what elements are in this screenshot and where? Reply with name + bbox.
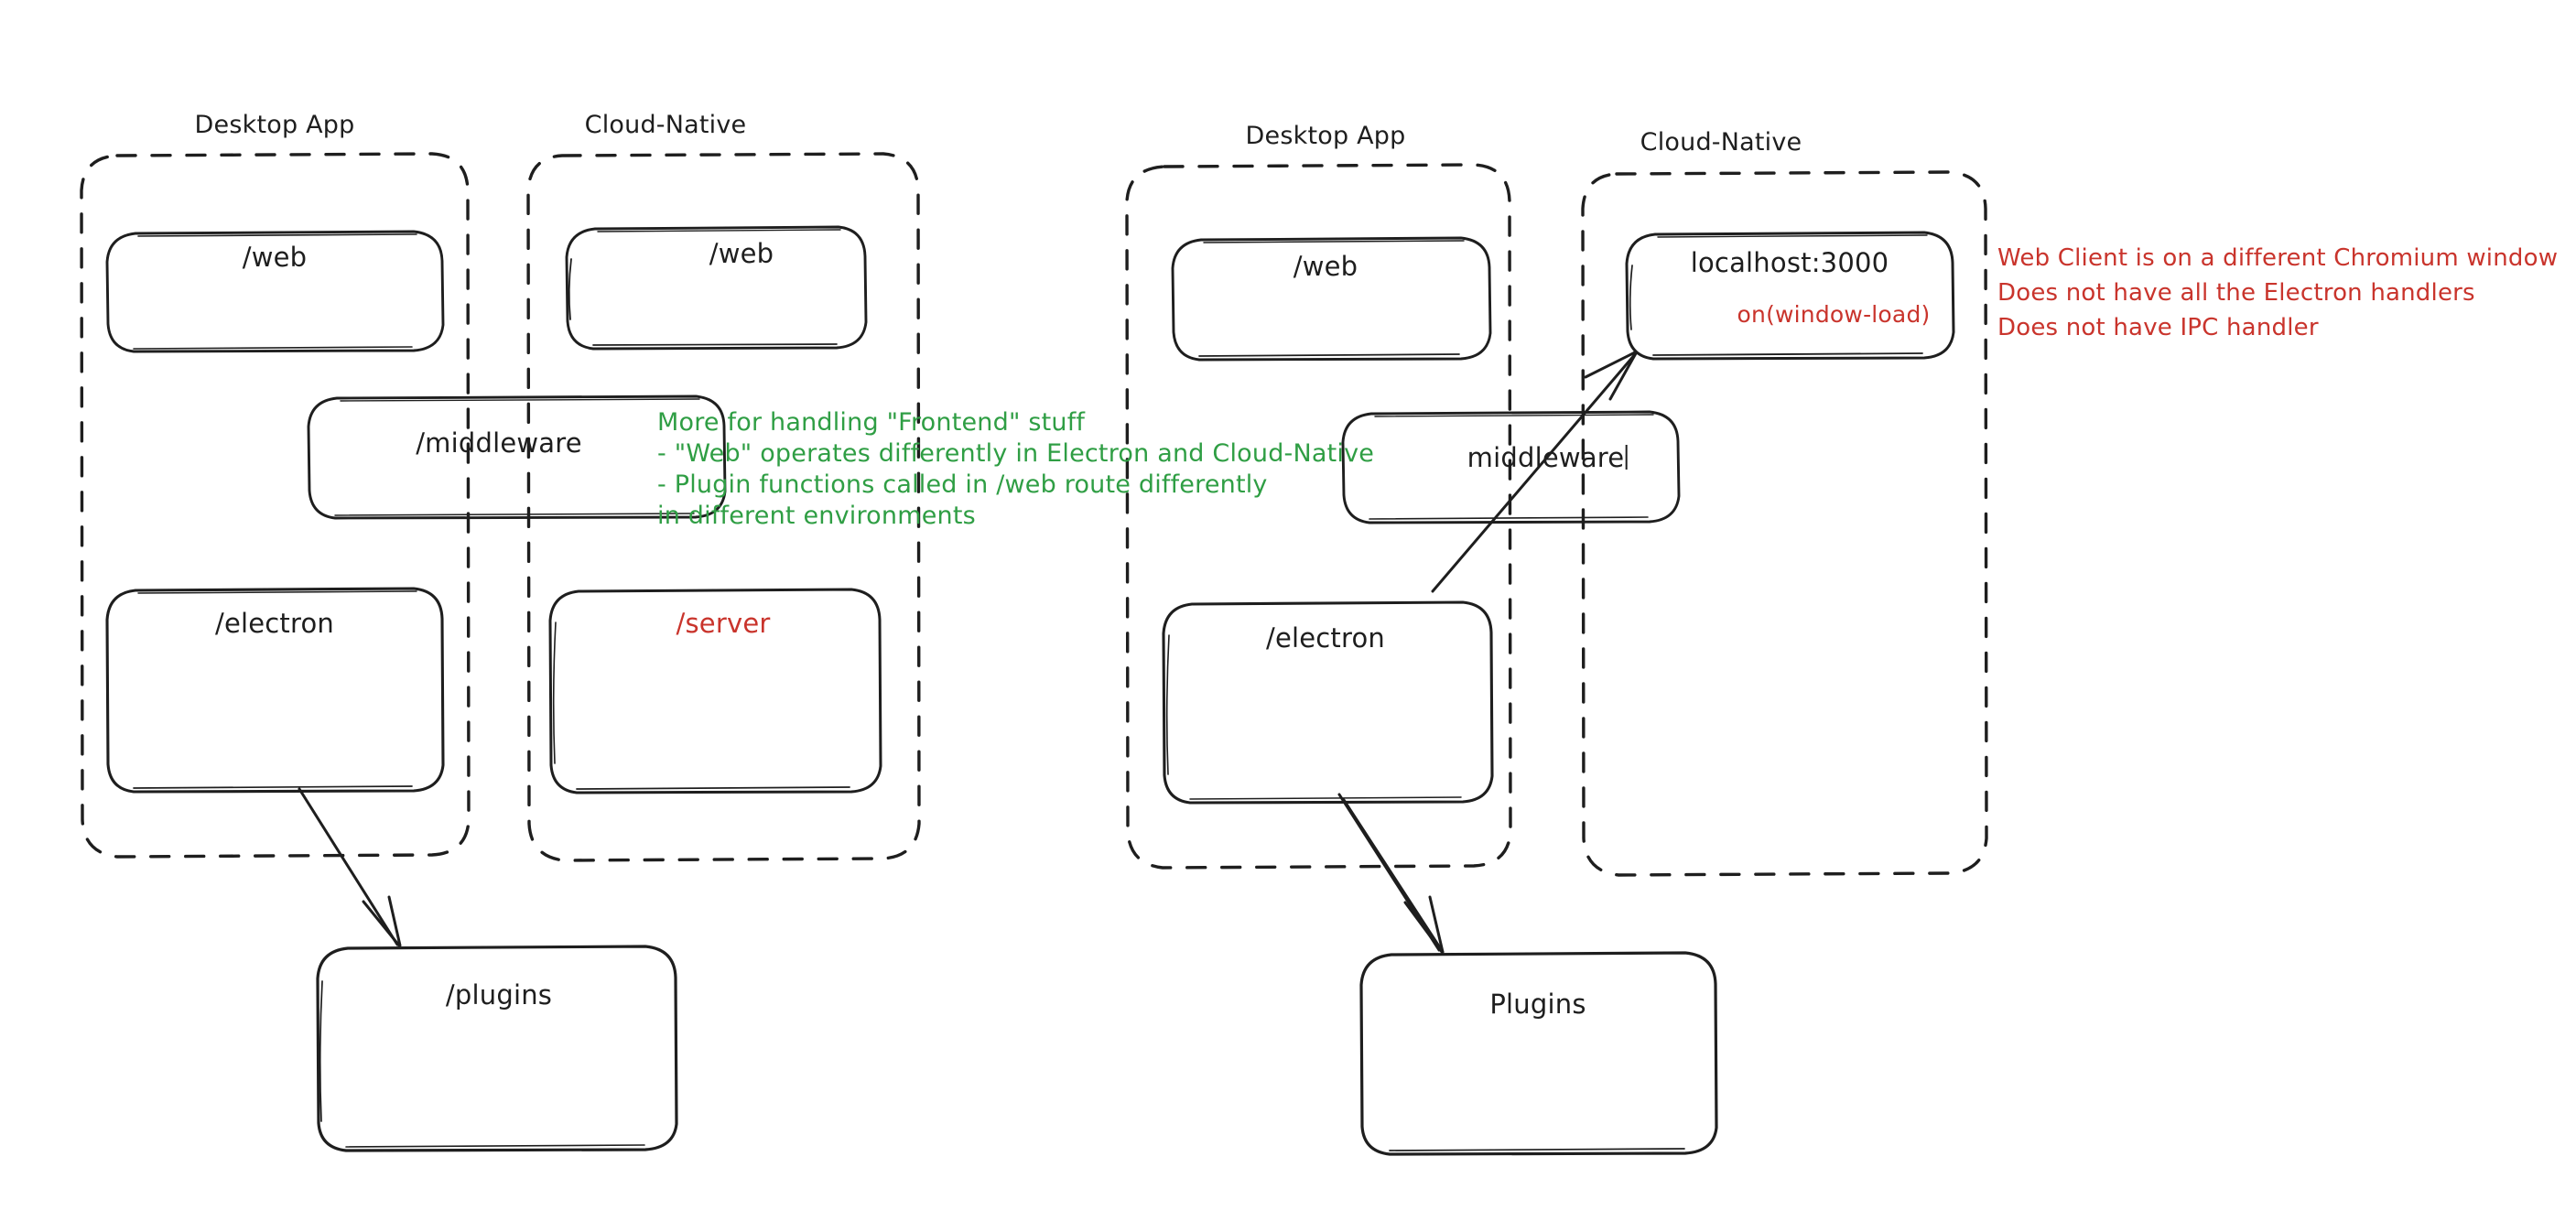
group-label-right-cloud-native: Cloud-Native: [1640, 128, 1802, 157]
node-label-right-desktop-web[interactable]: /web: [1293, 251, 1358, 282]
node-label-right-plugins[interactable]: Plugins: [1489, 989, 1586, 1020]
node-right-desktop-web: [1171, 236, 1492, 362]
annotation-red-line-1: Web Client is on a different Chromium wi…: [1997, 244, 2559, 272]
arrow-right-electron-to-localhost: [1431, 351, 1638, 593]
node-left-desktop-web: [105, 230, 445, 353]
group-label-left-desktop-app: Desktop App: [194, 111, 355, 139]
node-right-localhost: [1625, 231, 1955, 361]
node-left-electron: [105, 587, 445, 794]
text-cursor-caret: [1625, 444, 1628, 470]
annotation-red-line-2: Does not have all the Electron handlers: [1997, 279, 2475, 307]
annotation-green-line-4: in different environments: [657, 502, 976, 530]
container-right-desktop-app: [1125, 163, 1512, 870]
node-label-right-middleware-text: middleware: [1467, 442, 1625, 473]
node-label-right-localhost[interactable]: localhost:3000: [1690, 247, 1889, 278]
node-left-plugins: [316, 945, 678, 1152]
container-right-cloud-native: [1581, 170, 1988, 877]
node-label-right-electron[interactable]: /electron: [1265, 622, 1386, 654]
arrow-left-electron-to-plugins: [298, 787, 402, 947]
container-left-cloud-native: [526, 152, 921, 862]
node-label-left-electron[interactable]: /electron: [214, 608, 335, 639]
node-label-left-desktop-web[interactable]: /web: [242, 242, 308, 273]
annotation-green-line-2: - "Web" operates differently in Electron…: [657, 439, 1375, 468]
node-label-left-server[interactable]: /server: [676, 608, 771, 639]
annotation-green-line-3: - Plugin functions called in /web route …: [657, 470, 1268, 499]
arrow-right-electron-to-plugins: [1337, 793, 1445, 954]
node-left-middleware: [307, 394, 727, 520]
node-right-electron: [1162, 600, 1494, 805]
group-label-left-cloud-native: Cloud-Native: [584, 111, 747, 139]
node-left-cloud-web: [565, 225, 868, 351]
node-label-left-cloud-web[interactable]: /web: [709, 238, 774, 269]
node-label-left-middleware[interactable]: /middleware: [416, 427, 582, 459]
annotation-green-line-1: More for handling "Frontend" stuff: [657, 408, 1086, 437]
node-left-server: [548, 588, 882, 794]
node-label-left-plugins[interactable]: /plugins: [445, 979, 553, 1010]
group-label-right-desktop-app: Desktop App: [1245, 122, 1406, 150]
node-label-right-middleware[interactable]: middleware: [1467, 440, 1628, 475]
node-sublabel-right-localhost-window-load[interactable]: on(window-load): [1737, 301, 1931, 328]
container-left-desktop-app: [80, 152, 471, 859]
node-right-middleware: [1341, 410, 1681, 524]
annotation-red-line-3: Does not have IPC handler: [1997, 314, 2319, 341]
node-right-plugins: [1359, 951, 1718, 1156]
